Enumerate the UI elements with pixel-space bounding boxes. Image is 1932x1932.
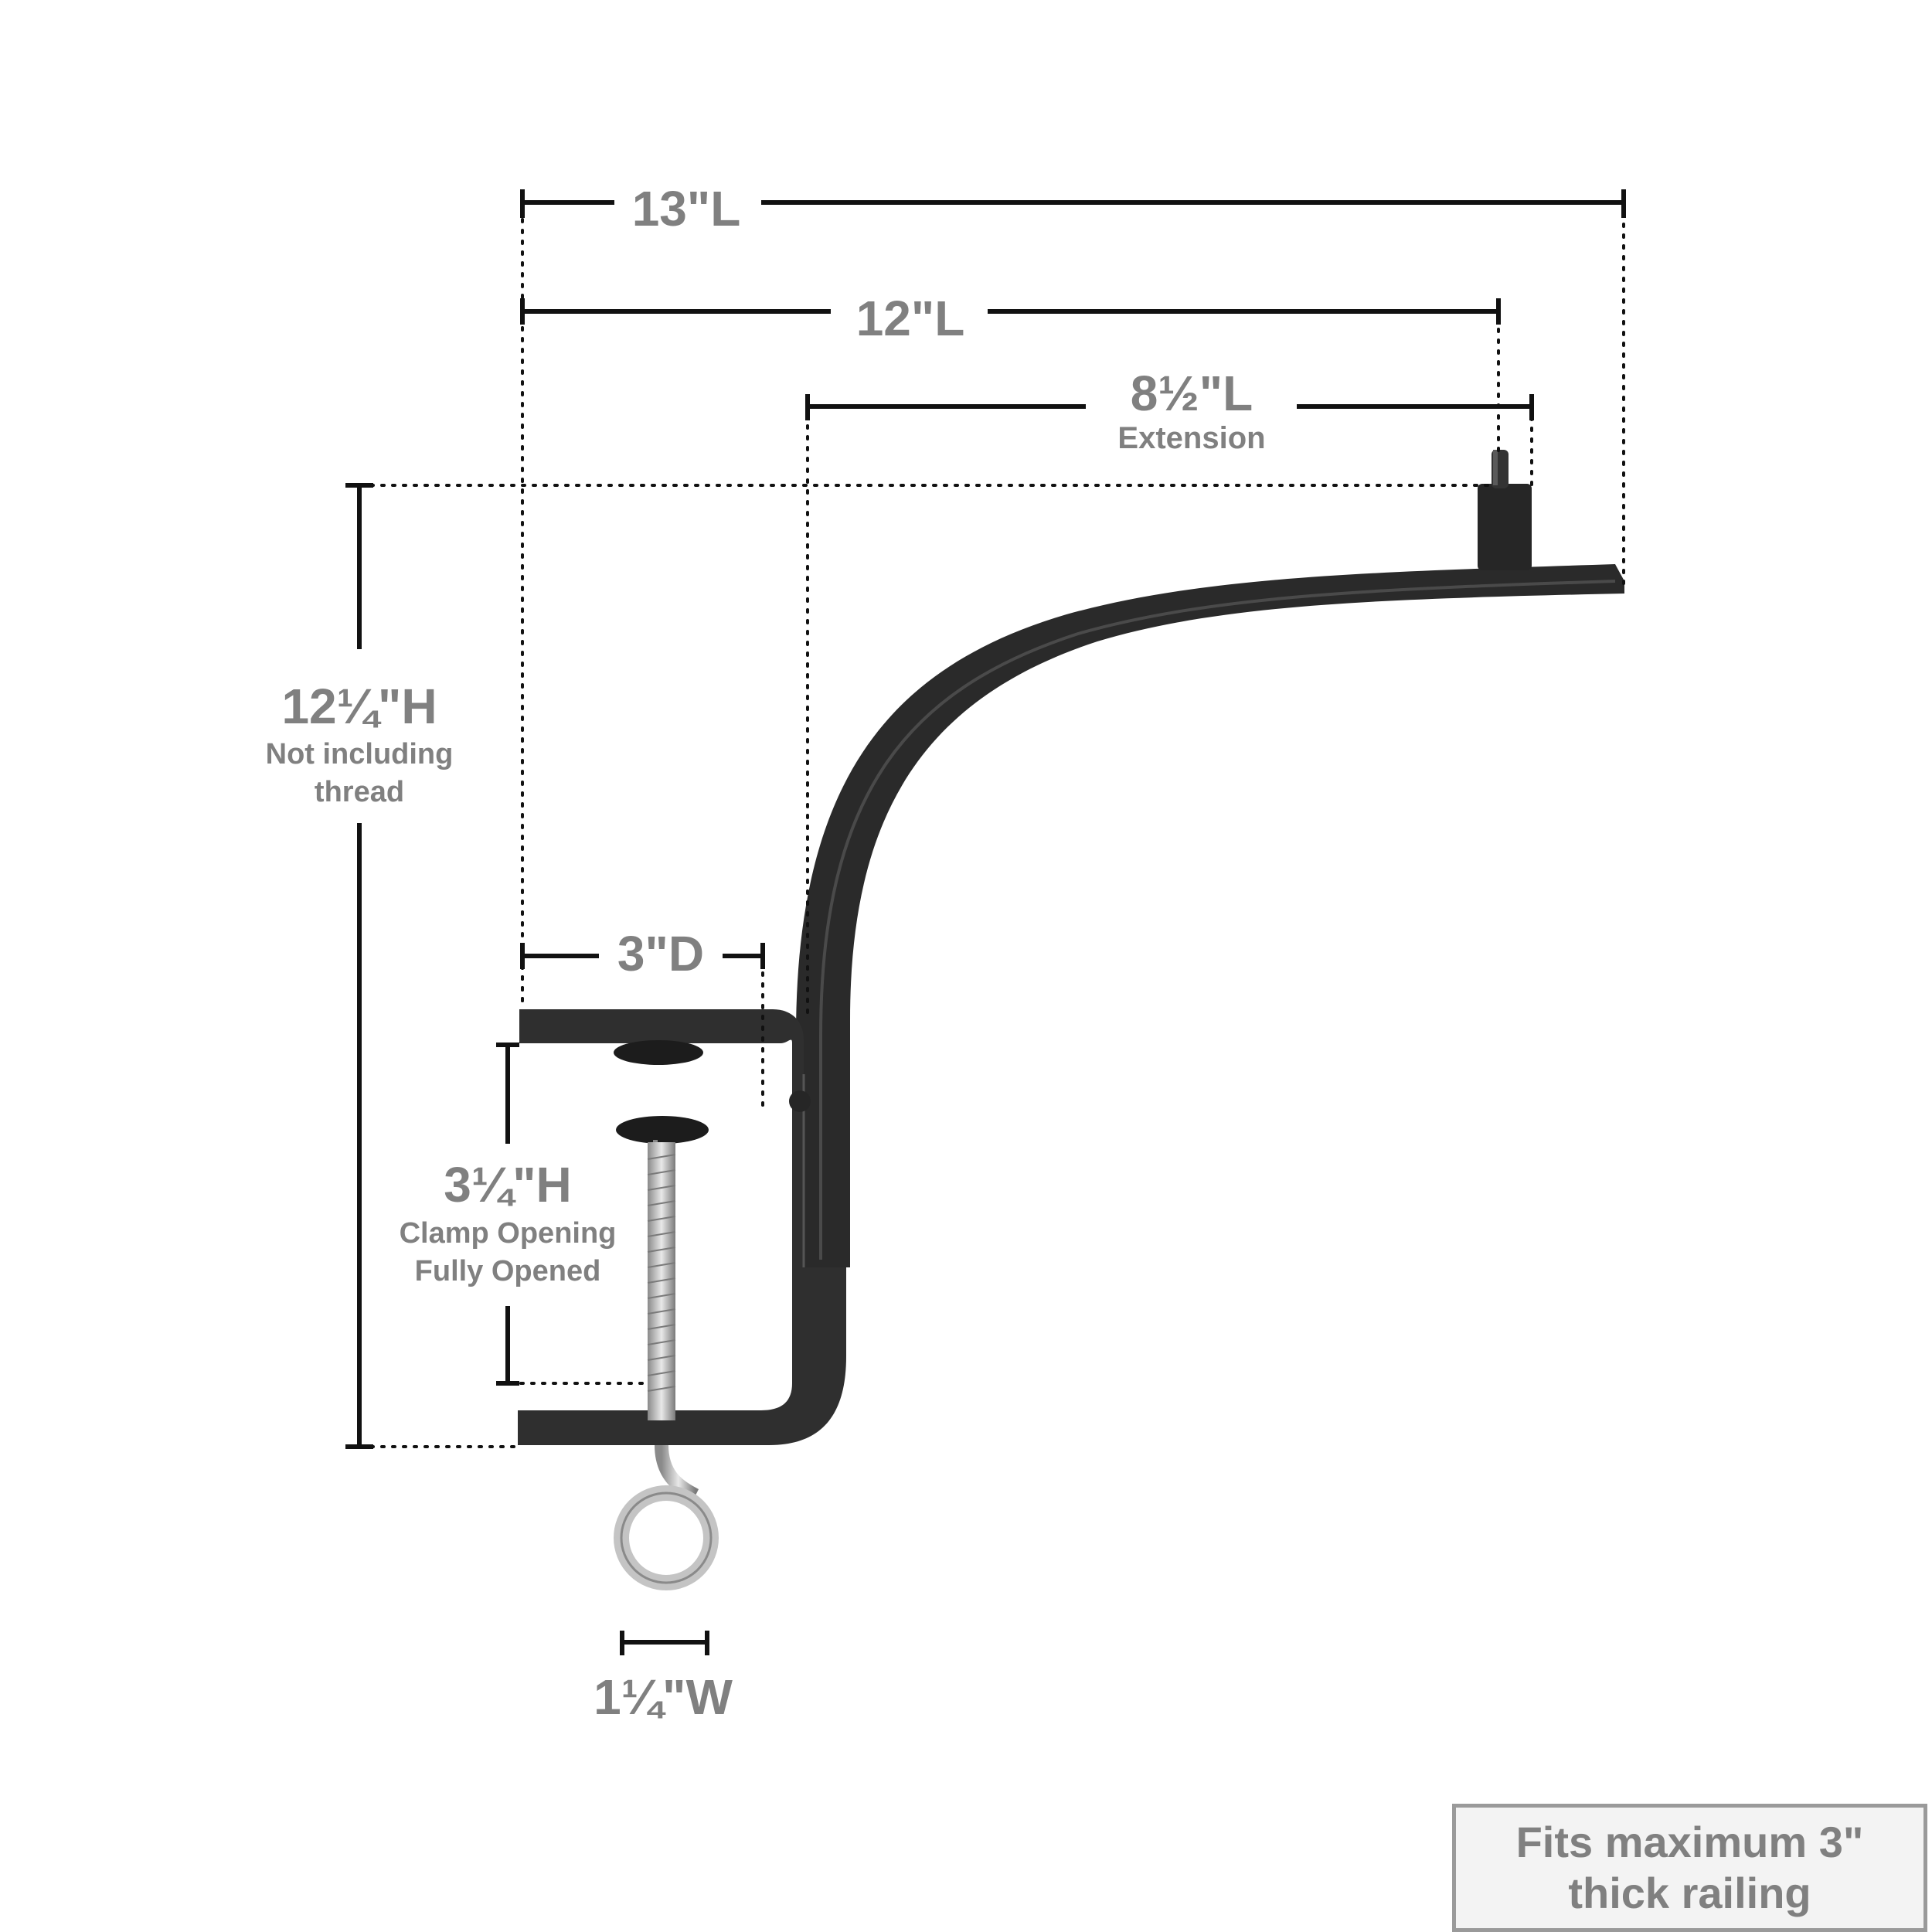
extension-caption: Extension bbox=[1117, 421, 1265, 455]
railing-note-line1: Fits maximum 3" bbox=[1515, 1818, 1864, 1866]
clamp-body bbox=[518, 1009, 846, 1445]
screw-pad bbox=[616, 1116, 709, 1144]
clamp-upper-pad bbox=[614, 1040, 703, 1065]
depth-label: 3"D bbox=[617, 926, 704, 981]
railing-note: Fits maximum 3" thick railing bbox=[1452, 1804, 1927, 1932]
guide-lines bbox=[369, 201, 1625, 1448]
height-caption-line2: thread bbox=[315, 776, 404, 808]
bracket-arm bbox=[796, 564, 1624, 1267]
railing-note-line2: thick railing bbox=[1568, 1869, 1811, 1917]
clamp-caption-line1: Clamp Opening bbox=[400, 1217, 617, 1250]
width-label: 1¼"W bbox=[594, 1669, 733, 1725]
extension-length-label: 8½"L bbox=[1131, 366, 1253, 421]
clamp-caption-line2: Fully Opened bbox=[415, 1255, 601, 1287]
dimension-lines bbox=[345, 189, 1626, 1655]
height-label: 12¼"H bbox=[281, 679, 437, 734]
bracket-arm-highlight bbox=[819, 580, 1616, 1260]
clamp-opening-label: 3¼"H bbox=[444, 1157, 572, 1213]
length-label: 12"L bbox=[856, 291, 965, 346]
overall-length-label: 13"L bbox=[632, 181, 741, 236]
arm-peg bbox=[1478, 484, 1532, 570]
bracket-product bbox=[518, 450, 1624, 1590]
height-caption-line1: Not including bbox=[266, 738, 454, 770]
